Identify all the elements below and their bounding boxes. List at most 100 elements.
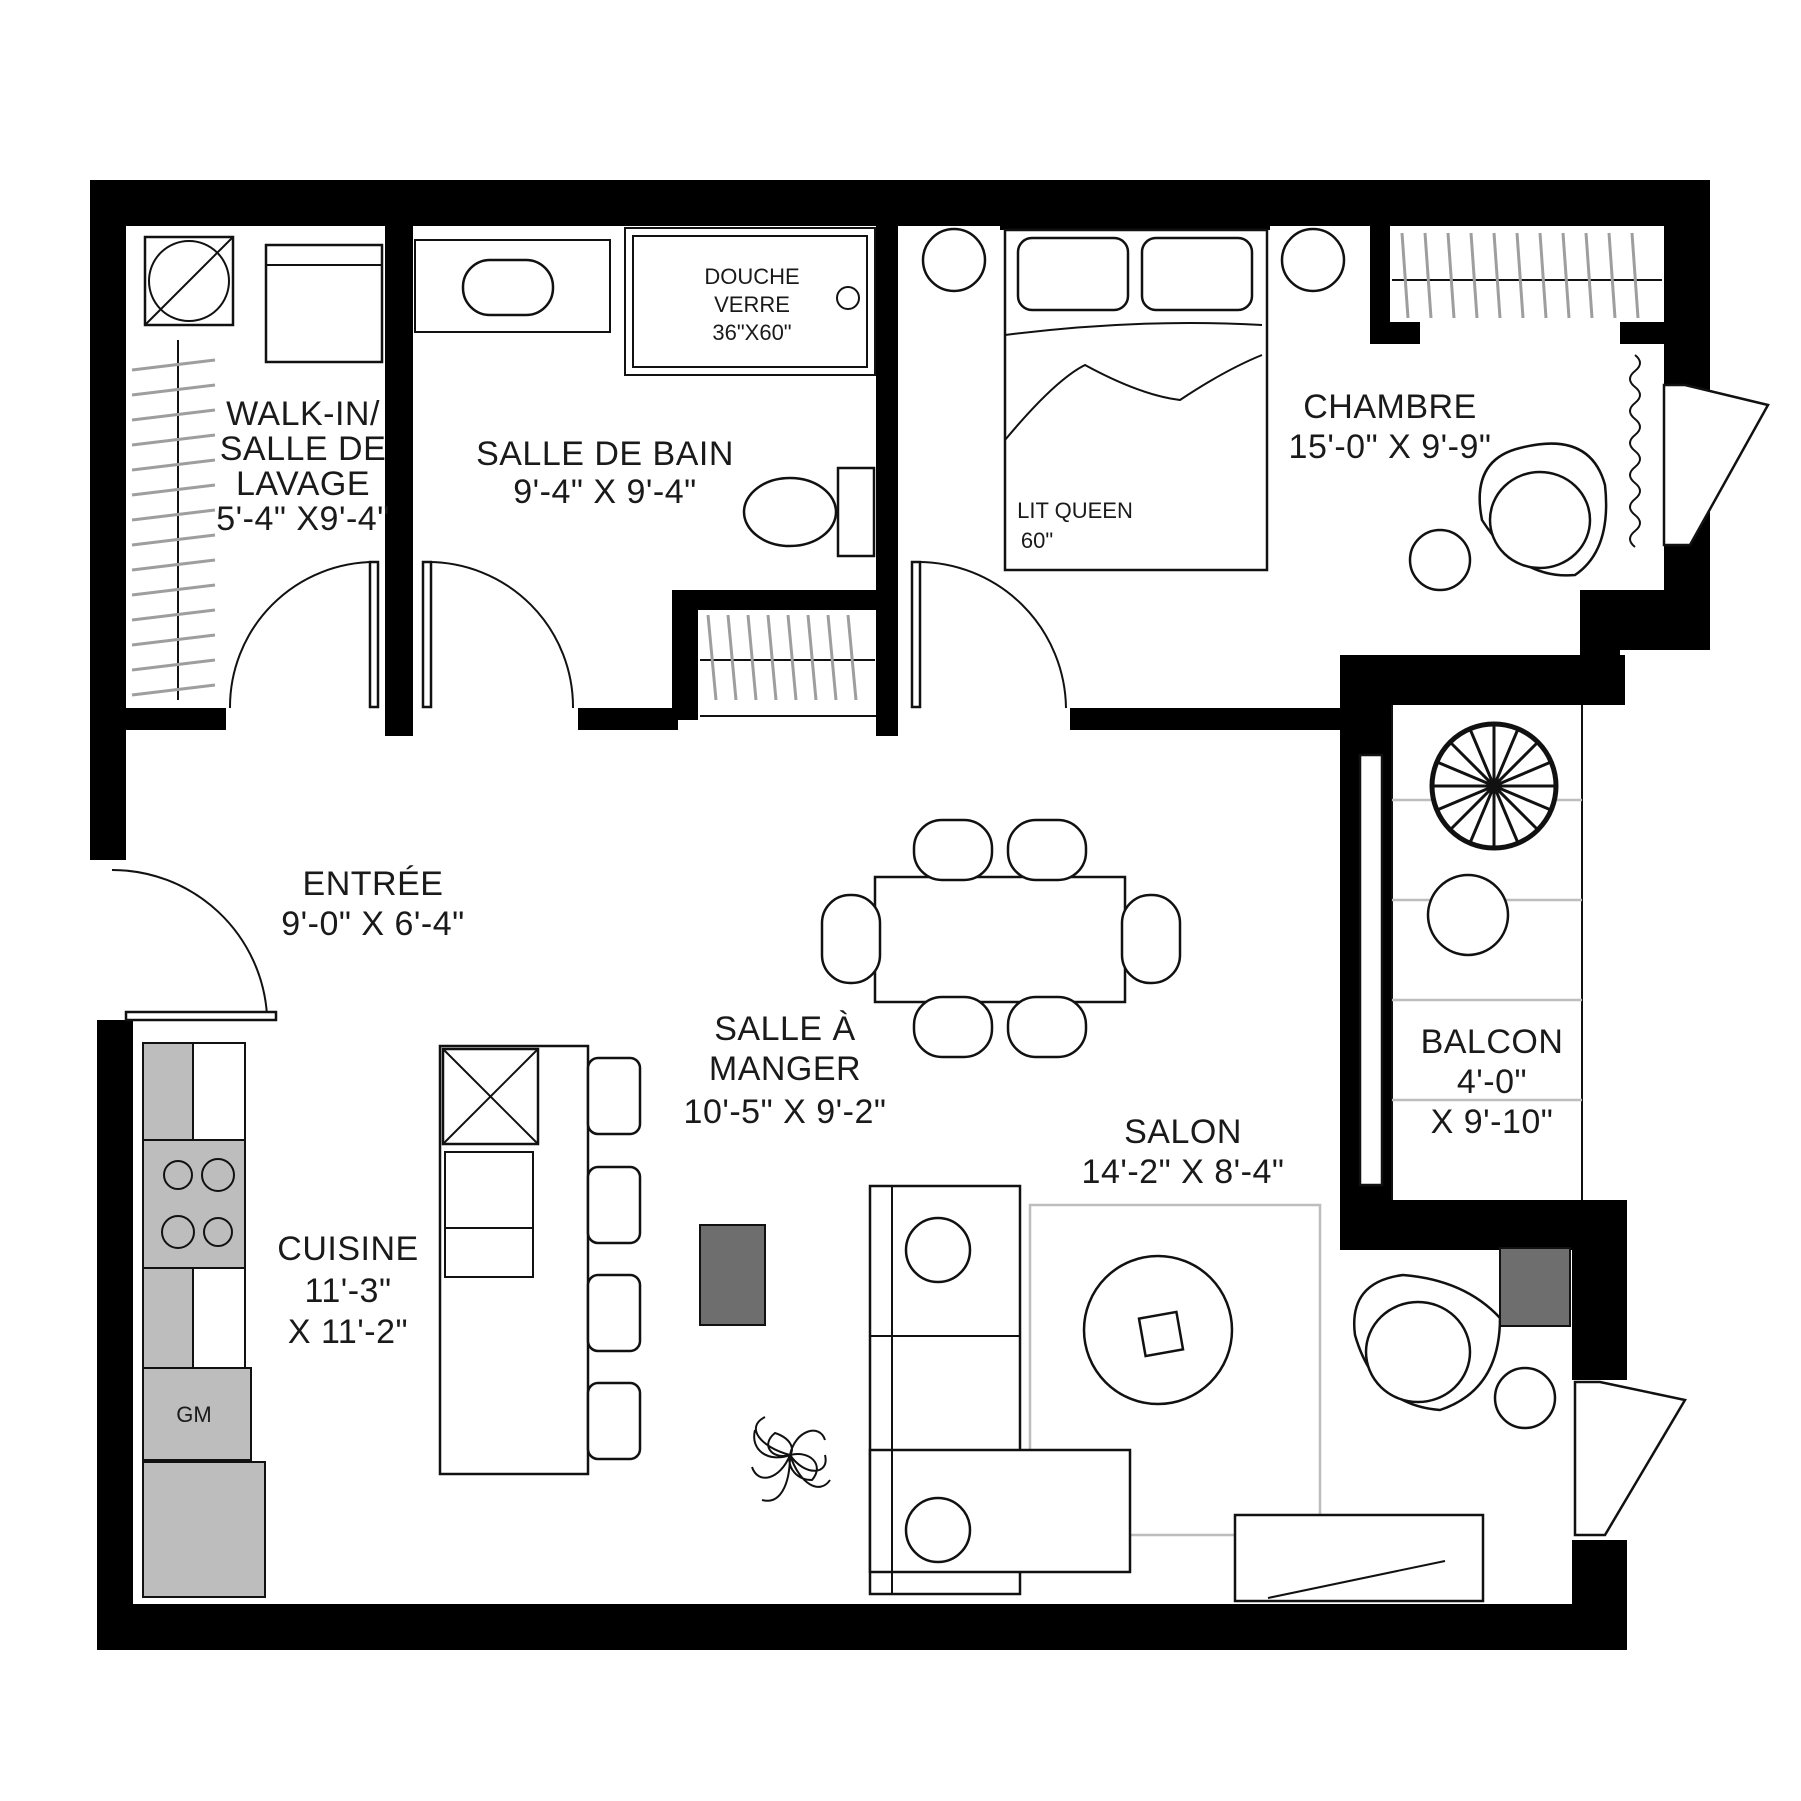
living-rug: [1028, 1203, 1322, 1537]
walkin-label-1: WALK-IN/: [226, 395, 380, 433]
shower-drain-icon: [836, 286, 860, 310]
walkin-door-leaf[interactable]: [368, 560, 380, 709]
living-armchair: [1352, 1273, 1502, 1412]
wall-bedroom-closet-r: [1620, 322, 1670, 344]
dining-label-1: SALLE À: [714, 1010, 855, 1048]
kitchen-dim-1: 11'-3": [304, 1272, 391, 1310]
bed-label-2: 60": [1021, 528, 1053, 553]
island-sink: [444, 1151, 534, 1278]
wall-bed-header: [1000, 222, 1270, 230]
balcony-dim-2: X 9'-10": [1431, 1103, 1554, 1141]
nightstand-left: [921, 227, 987, 293]
bedroom-exterior-door[interactable]: [1662, 383, 1770, 547]
living-label: SALON: [1124, 1113, 1242, 1151]
wall-closet: [672, 590, 882, 610]
dishwasher: [142, 1367, 252, 1461]
bedroom-armchair: [1478, 442, 1608, 577]
living-exterior-door[interactable]: [1573, 1380, 1687, 1537]
bedroom-dim: 15'-0" X 9'-9": [1289, 428, 1492, 466]
sink-icon: [461, 258, 555, 317]
dining-dim: 10'-5" X 9'-2": [684, 1093, 887, 1131]
bedroom-side-table: [1408, 528, 1472, 592]
shower-label-1: DOUCHE: [704, 264, 799, 289]
bedroom-door-leaf[interactable]: [910, 560, 922, 709]
shower-label-2: VERRE: [714, 292, 790, 317]
entrance-door-leaf[interactable]: [124, 1010, 278, 1022]
wall-bottom: [97, 1604, 1627, 1650]
balcony-dim-1: 4'-0": [1457, 1063, 1527, 1101]
pillow-right: [1140, 236, 1254, 312]
kitchen-fixtures: [142, 1042, 766, 1598]
wall-closet-left: [672, 590, 698, 720]
bedroom-fixtures: [921, 227, 1662, 592]
balcony-sliding-door[interactable]: [1358, 753, 1384, 1187]
dryer: [264, 243, 384, 364]
balcony-table: [1426, 873, 1510, 957]
wall-bath-right: [876, 226, 898, 736]
living-dim: 14'-2" X 8'-4": [1082, 1153, 1285, 1191]
living-side-cabinet: [1499, 1247, 1571, 1327]
entrance-dim: 9'-0" X 6'-4": [281, 905, 464, 943]
bed-cover: [1004, 321, 1263, 441]
wall-bedroom-closet-l: [1370, 226, 1390, 341]
small-rug-dark: [699, 1224, 766, 1326]
bedroom-door-swing[interactable]: [917, 561, 1067, 709]
bedroom-label: CHAMBRE: [1303, 388, 1477, 426]
nightstand-right: [1280, 227, 1346, 293]
shower: [624, 227, 876, 376]
bathroom-fixtures: [414, 227, 876, 558]
wall-walkin-bottom: [126, 708, 226, 730]
bedroom-curtain: [1629, 354, 1641, 548]
sectional-sofa: [868, 1184, 1132, 1596]
entrance-door-swing[interactable]: [111, 868, 268, 1016]
kitchen-label: CUISINE: [277, 1230, 418, 1268]
dining-chairs: [820, 818, 1182, 1059]
kitchen-dim-2: X 11'-2": [288, 1313, 408, 1351]
room-labels: WALK-IN/ SALLE DE LAVAGE 5'-4" X9'-4" SA…: [176, 264, 1563, 1427]
wall-top: [90, 180, 1710, 226]
clothes-rack-walkin: [131, 340, 216, 700]
shower-label-3: 36"X60": [712, 320, 791, 345]
dishwasher-label: GM: [176, 1402, 211, 1427]
wall-left-lower: [97, 1020, 133, 1650]
plant-icon: [751, 1416, 831, 1502]
balcony-fixtures: [1358, 705, 1583, 1200]
dining-label-2: MANGER: [709, 1050, 861, 1088]
walkin-fixtures: [131, 235, 384, 700]
dining-fixtures: [820, 818, 1182, 1059]
wall-right-bottom: [1572, 1540, 1627, 1650]
entrance-label: ENTRÉE: [303, 865, 444, 903]
wall-left-upper: [90, 180, 126, 860]
wall-right-lower: [1572, 1200, 1627, 1380]
stove: [142, 1139, 246, 1269]
walkin-dim: 5'-4" X9'-4": [216, 500, 390, 538]
wall-walkin-right: [385, 226, 413, 736]
bath-label: SALLE DE BAIN: [476, 435, 734, 473]
bath-door-leaf[interactable]: [421, 560, 433, 709]
fridge: [142, 1461, 266, 1598]
tv-console: [1233, 1513, 1485, 1603]
washer-drum-icon: [148, 240, 230, 322]
balcony-lounge-chair: [1429, 721, 1559, 851]
bar-stools: [586, 1056, 642, 1461]
walkin-label-2: SALLE DE: [220, 430, 387, 468]
bedroom-closet: [1392, 232, 1662, 319]
toilet: [742, 466, 876, 558]
balcony-label: BALCON: [1421, 1023, 1564, 1061]
doors: [111, 383, 1770, 1537]
walkin-label-3: LAVAGE: [236, 465, 370, 503]
bath-door-swing[interactable]: [427, 561, 575, 709]
wall-corner-notch: [1580, 590, 1710, 665]
bed-label-1: LIT QUEEN: [1017, 498, 1133, 523]
walkin-door-swing[interactable]: [228, 561, 376, 709]
hall-closet: [700, 614, 876, 717]
wall-bedroom-bottom: [1070, 708, 1345, 730]
wall-bedroom-closet-s: [1370, 322, 1420, 344]
living-side-table: [1493, 1366, 1557, 1430]
bath-dim: 9'-4" X 9'-4": [513, 473, 696, 511]
dining-table: [873, 875, 1127, 1004]
pillow-left: [1016, 236, 1130, 312]
wall-bath-bottom: [578, 708, 678, 730]
living-fixtures: [751, 1184, 1571, 1603]
